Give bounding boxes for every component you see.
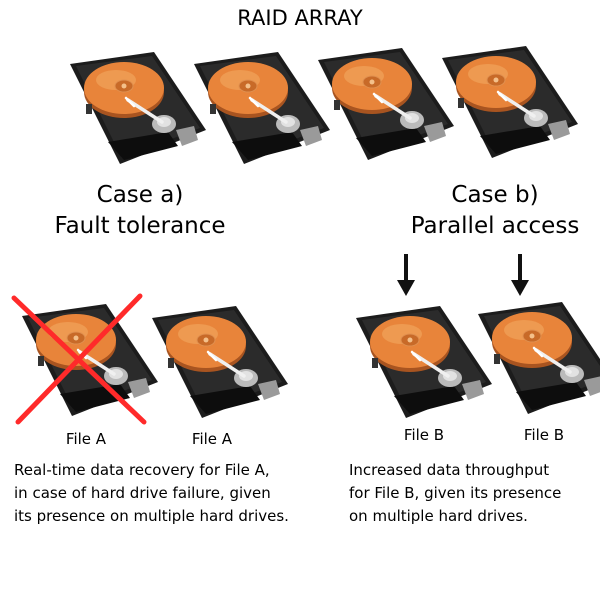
hard-drive-icon [150,304,290,420]
drive-label-file-a: File A [65,430,107,448]
drive-label-file-b: File B [523,426,565,444]
caption-line: Increased data throughput [349,461,550,479]
drive-label-file-a: File A [191,430,233,448]
failed-hard-drive-icon [20,302,160,418]
caption-line: Real-time data recovery for File A, [14,461,270,479]
drive-label-file-b: File B [403,426,445,444]
hard-drive-icon [354,304,494,420]
case-a-caption: Real-time data recovery for File A, in c… [14,459,344,528]
case-b-caption: Increased data throughput for File B, gi… [349,459,594,528]
caption-line: its presence on multiple hard drives. [14,507,289,525]
case-b-label: Case b) [451,182,539,208]
hard-drive-icon [316,46,456,162]
caption-line: on multiple hard drives. [349,507,528,525]
case-a-heading: Case a) Fault tolerance [40,180,240,242]
failure-cross-icon [11,293,147,425]
case-b-title: Parallel access [410,213,580,239]
case-a-title: Fault tolerance [54,213,226,239]
caption-line: for File B, given its presence [349,484,562,502]
down-arrow-icon [396,254,416,298]
hard-drive-icon [192,50,332,166]
hard-drive-icon [68,50,208,166]
case-b-heading: Case b) Parallel access [395,180,595,242]
caption-line: in case of hard drive failure, given [14,484,271,502]
case-a-label: Case a) [96,182,184,208]
hard-drive-icon [440,44,580,160]
down-arrow-icon [510,254,530,298]
diagram-title: RAID ARRAY [237,6,363,30]
hard-drive-icon [476,300,600,416]
